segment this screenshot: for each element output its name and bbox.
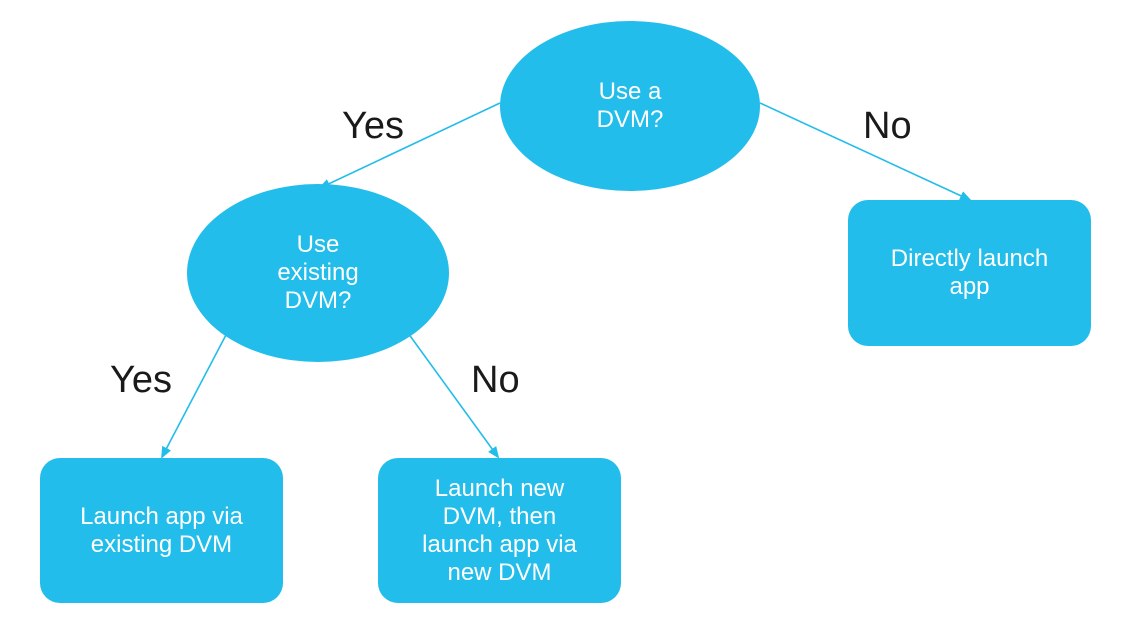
node-launch-via-existing: Launch app via existing DVM [40, 458, 283, 603]
edge-label-sub-no: No [471, 359, 520, 401]
node-launch-existing-line2: existing DVM [90, 530, 233, 558]
node-directly-launch-line2: app [949, 273, 990, 300]
node-launch-new-line4: new DVM [447, 558, 552, 586]
node-use-dvm-line1: Use a [598, 78, 662, 105]
node-use-existing-dvm-line2: existing [277, 259, 359, 286]
node-use-existing-dvm: Use existing DVM? [187, 184, 449, 362]
edge-use-dvm-to-existing [318, 102, 501, 189]
edge-existing-to-launch-new [407, 332, 500, 459]
edge-label-top-yes: Yes [342, 105, 404, 147]
node-use-existing-dvm-line1: Use [296, 231, 340, 258]
node-launch-new-line1: Launch new [434, 474, 565, 502]
node-use-dvm-line2: DVM? [596, 106, 664, 133]
node-launch-new-line3: launch app via [422, 530, 577, 558]
node-use-dvm: Use a DVM? [500, 21, 760, 191]
node-launch-new-line2: DVM, then [442, 502, 557, 530]
edge-label-top-no: No [863, 105, 912, 147]
edge-label-sub-yes: Yes [110, 359, 172, 401]
edge-use-dvm-to-direct [759, 102, 972, 201]
node-directly-launch-app: Directly launch app [848, 200, 1091, 346]
edge-existing-to-launch-existing [161, 332, 228, 459]
node-directly-launch-line1: Directly launch [890, 245, 1049, 272]
node-use-existing-dvm-line3: DVM? [284, 287, 352, 314]
node-launch-new-dvm: Launch new DVM, then launch app via new … [378, 458, 621, 603]
node-launch-existing-line1: Launch app via [80, 502, 243, 530]
